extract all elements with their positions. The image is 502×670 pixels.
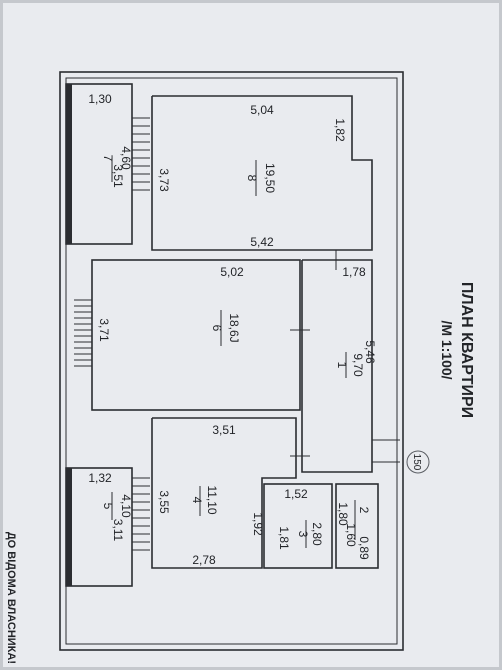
room-7: 1,30 7 4,60 3,51 [65, 83, 150, 245]
room-2-number: 2 [357, 507, 371, 514]
room-3-length: 1,81 [277, 526, 291, 550]
room-4-bottom: 2,78 [192, 553, 216, 567]
outer-wall-inner [65, 77, 398, 645]
room-6-number: 6 [210, 325, 224, 332]
room-4-left: 3,55 [157, 490, 171, 514]
stamp-number: 150 [411, 454, 422, 471]
number-stamp: 150 [406, 450, 430, 474]
room-4-area: 11,10 [205, 485, 219, 514]
room-1-area: 9,70 [351, 353, 365, 377]
room-2-width: 0,89 [357, 536, 371, 560]
room-8-left: 3,73 [157, 168, 171, 192]
room-8-outline [151, 95, 373, 251]
room-6-outline [91, 259, 301, 411]
room-8: 5,04 1,82 3,73 8 19,50 5,42 [151, 95, 373, 251]
room-5-wall-fill [66, 468, 72, 586]
room-2-outline [335, 483, 379, 569]
room-3-outline [263, 483, 333, 569]
room-4-number: 4 [190, 497, 204, 504]
room-6-area: 18,6J [227, 313, 241, 342]
room-5-width: 1,32 [88, 471, 112, 485]
room-2-length: 1,80 [336, 502, 350, 526]
room-8-top: 5,04 [250, 103, 274, 117]
room-1-length: 5,46 [363, 340, 377, 364]
room-8-number: 8 [245, 175, 259, 182]
room-7-number: 7 [101, 155, 115, 162]
room-5-number: 5 [101, 503, 115, 510]
room-3: 1,52 1,81 3 2,80 [263, 483, 333, 569]
room-2: 1,80 2 1,60 0,89 [335, 483, 379, 569]
room-7-wall-fill [66, 84, 72, 244]
room-8-bottom: 5,42 [250, 235, 274, 249]
room-1: 1,78 5,46 1 9,70 [290, 250, 400, 473]
room-6: 5,02 3,71 6 18,6J [74, 259, 301, 411]
room-7-length: 3,51 [111, 164, 125, 188]
room-3-number: 3 [296, 531, 310, 538]
owner-note: ДО ВІДОМА ВЛАСНИКА! [5, 532, 17, 664]
room-5: 1,32 5 4,10 3,11 [65, 467, 150, 587]
room-1-number: 1 [335, 362, 349, 369]
room-4-outline [151, 417, 297, 569]
room-3-area: 2,80 [310, 522, 324, 546]
room-8-side: 1,82 [333, 118, 347, 142]
room-4: 3,51 3,55 4 11,10 1,92 2,78 [151, 417, 297, 569]
plan-scale: /М 1:100/ [439, 320, 455, 379]
room-6-top: 5,02 [220, 265, 244, 279]
room-4-top: 3,51 [212, 423, 236, 437]
room-5-area: 4,10 [119, 494, 133, 518]
room-2-area: 1,60 [344, 523, 358, 547]
plan-title: ПЛАН КВАРТИРИ [458, 282, 475, 418]
room-5-length: 3,11 [111, 519, 125, 542]
room-4-right: 1,92 [251, 512, 265, 536]
outer-wall-outline [59, 71, 404, 651]
room-6-left: 3,71 [97, 318, 111, 342]
room-3-width: 1,52 [284, 487, 308, 501]
room-1-width: 1,78 [342, 265, 366, 279]
room-7-area: 4,60 [119, 146, 133, 170]
outer-walls [59, 71, 404, 651]
stamp-circle [406, 450, 430, 474]
room-8-area: 19,50 [263, 163, 277, 193]
room-1-outline [301, 259, 373, 473]
room-7-width: 1,30 [88, 92, 112, 106]
